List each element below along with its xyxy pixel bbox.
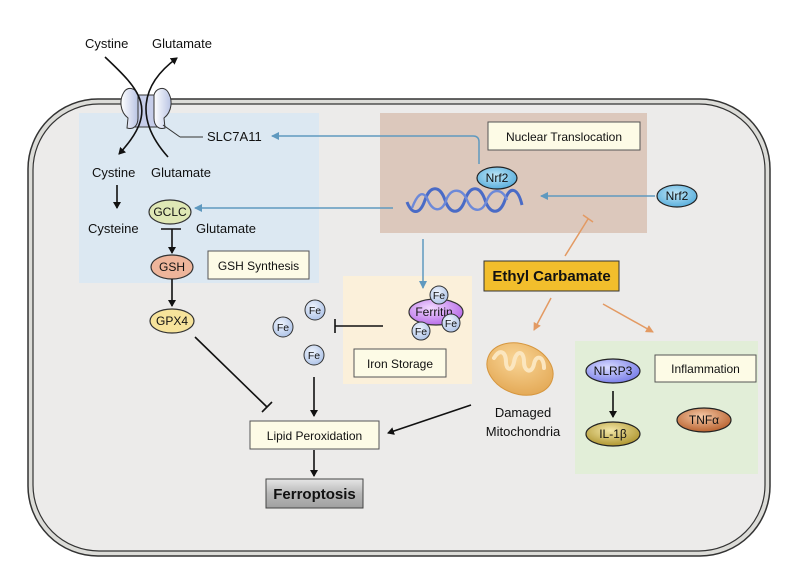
tnfa-label: TNFα [689,413,719,427]
iron-storage-label: Iron Storage [367,357,433,371]
nuclear-translocation-box: Nuclear Translocation [487,121,641,151]
lipid-peroxidation-label: Lipid Peroxidation [267,429,362,443]
slc7a11-label: SLC7A11 [207,129,262,144]
mitochondria-icon [486,342,554,396]
ec-inhibits-nrf2-line [564,218,589,257]
ferroptosis-label: Ferroptosis [273,486,356,503]
il1b-node[interactable]: IL-1β [585,421,641,447]
fe-ion-bound: Fe [441,313,461,333]
cystine-outside-label: Cystine [85,36,128,51]
gclc-label: GCLC [153,205,187,219]
dna-helix-icon [405,187,524,213]
fe-label: Fe [415,326,427,338]
glutamate-label: Glutamate [196,221,256,236]
glutamate-inside-label: Glutamate [151,165,211,180]
gsh-node[interactable]: GSH [150,254,194,280]
nrf2-cytosolic-node[interactable]: Nrf2 [656,184,698,208]
ethyl-carbamate-label: Ethyl Carbamate [492,268,610,285]
iron-storage-box: Iron Storage [353,348,447,378]
lipid-peroxidation-box[interactable]: Lipid Peroxidation [249,420,380,450]
ec-to-mitochondria-arrow [533,297,552,331]
nuclear-translocation-label: Nuclear Translocation [506,130,622,144]
mitochondria-label-line2: Mitochondria [486,424,561,439]
nrf2-cytosolic-label: Nrf2 [666,189,689,203]
mitochondria-to-lipid-arrow [387,404,472,435]
fe-label: Fe [433,290,445,302]
ec-inhibits-nrf2-tbar [582,214,594,223]
fe-label: Fe [308,350,320,362]
gsh-synthesis-box: GSH Synthesis [207,250,310,280]
ferroptosis-box[interactable]: Ferroptosis [265,478,364,509]
cystine-inside-label: Cystine [92,165,135,180]
gsh-label: GSH [159,260,185,274]
ferritin-label: Ferritin [415,305,452,319]
nlrp3-label: NLRP3 [594,364,633,378]
gpx4-label: GPX4 [156,314,188,328]
nrf2-to-slc7a11-arrow [271,132,480,164]
fe-ion-bound: Fe [411,321,431,341]
ethyl-carbamate-box[interactable]: Ethyl Carbamate [483,260,620,292]
fe-label: Fe [445,318,457,330]
nrf2-bound-label: Nrf2 [486,171,509,185]
gpx4-node[interactable]: GPX4 [149,308,195,334]
fe-ion-free: Fe [304,299,326,321]
inflammation-label: Inflammation [671,362,740,376]
gpx4-inhibits-lipid-line [194,336,268,408]
fe-ion-bound: Fe [429,285,449,305]
fe-ion-free: Fe [303,344,325,366]
nrf2-bound-node[interactable]: Nrf2 [476,166,518,190]
il1b-label: IL-1β [599,427,627,441]
glutamate-outside-label: Glutamate [152,36,212,51]
tnfa-node[interactable]: TNFα [676,407,732,433]
fe-ion-free: Fe [272,316,294,338]
ferritin-complex[interactable]: Ferritin Fe Fe Fe [408,285,464,341]
gsh-synthesis-label: GSH Synthesis [218,259,299,273]
fe-label: Fe [277,322,289,334]
gclc-node[interactable]: GCLC [148,199,192,225]
fe-label: Fe [309,305,321,317]
glutamate-export-arrow [145,57,178,158]
cystine-import-arrow [104,56,143,155]
nlrp3-node[interactable]: NLRP3 [585,358,641,384]
gpx4-inhibits-lipid-tbar [261,401,273,413]
ec-to-inflammation-arrow [602,303,654,333]
cysteine-label: Cysteine [88,221,139,236]
mitochondria-label-line1: Damaged [495,405,551,420]
slc7a11-leader-line [162,124,181,138]
inflammation-box: Inflammation [654,354,757,383]
